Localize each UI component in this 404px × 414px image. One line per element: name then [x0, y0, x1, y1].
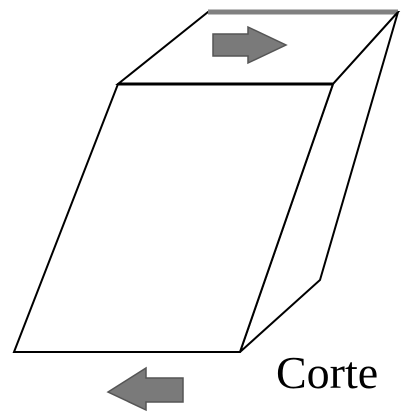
caption-label: Corte [276, 347, 379, 398]
arrow-left-icon [106, 366, 184, 412]
arrow-right-icon [212, 25, 288, 65]
